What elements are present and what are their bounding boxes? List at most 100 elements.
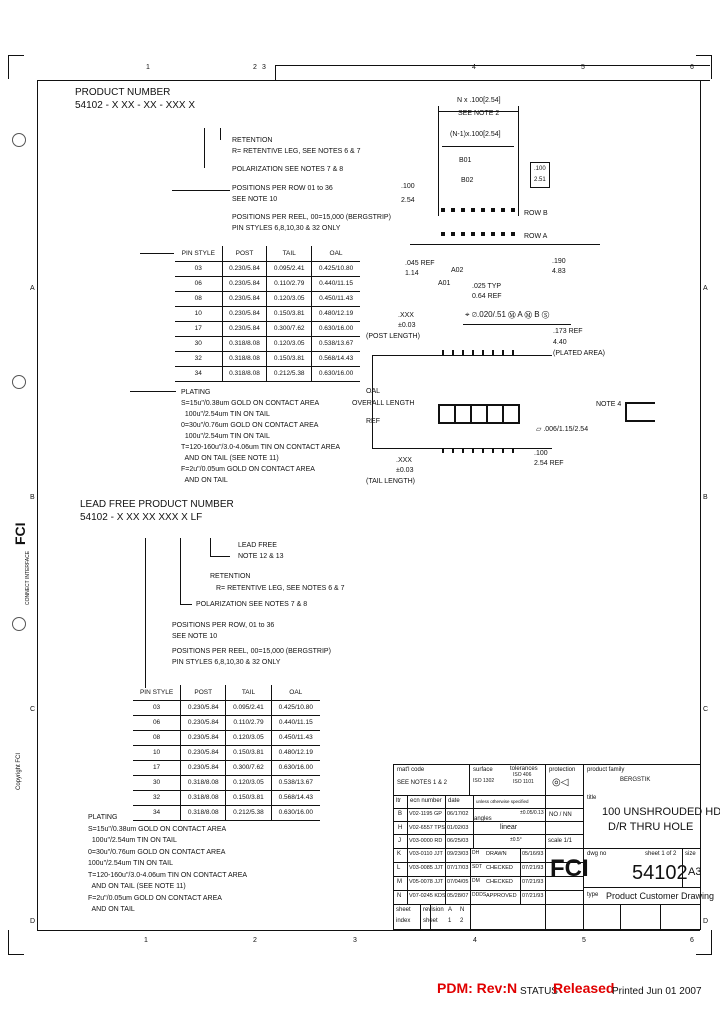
oal: REF: [366, 418, 380, 425]
lf-note: POSITIONS PER REEL, 00=15,000 (BERGSTRIP…: [172, 648, 331, 655]
zone-6-bottom: 6: [690, 937, 694, 944]
pdm-revision: PDM: Rev:N: [437, 980, 518, 996]
zone-b: B: [30, 494, 35, 501]
title-block-text: CHECKED: [486, 879, 513, 885]
table-cell: 0.440/11.15: [270, 715, 320, 731]
ext-line: [518, 106, 519, 216]
title-block-text: ISO 1101: [513, 779, 534, 785]
plating-line: AND ON TAIL (SEE NOTE 11): [88, 883, 186, 890]
title-block-text: angles: [474, 816, 492, 822]
title-block-text: ISO 1302: [473, 778, 495, 784]
plating-line: S=15u"/0.38um GOLD ON CONTACT AREA: [181, 400, 320, 407]
pin-row-a: [511, 232, 515, 236]
title-block-text: K: [397, 851, 402, 857]
title-block-text: type: [587, 892, 599, 898]
leader: [210, 556, 230, 557]
pin-a02: A02: [451, 267, 464, 274]
pin-row-b: [501, 208, 505, 212]
pin-tail: [512, 448, 514, 453]
title-block-text: V05-0078 JJT: [409, 879, 444, 885]
column-header: TAIL: [225, 685, 272, 701]
pin-post: [512, 350, 514, 355]
dim: .173 REF: [553, 328, 583, 335]
grid-line: [520, 848, 521, 904]
title-block-text: V02-1195 GP: [409, 811, 442, 817]
grid-line: [583, 887, 701, 888]
leader: [180, 604, 192, 605]
flatness-callout: ▱ .006/1.15/2.54: [536, 426, 589, 433]
dim: 4.83: [552, 268, 566, 275]
punch-hole: [12, 133, 26, 147]
pin-tail: [492, 448, 494, 453]
table-cell: 0.538/13.67: [270, 775, 320, 791]
status-value: Released: [553, 980, 615, 996]
frame-top: [37, 80, 710, 81]
table-cell: 32: [133, 790, 181, 806]
plating-line: F=2u"/0.05um GOLD ON CONTACT AREA: [181, 466, 315, 473]
pn-note: POSITIONS PER ROW 01 to 36: [232, 185, 333, 192]
grid-line: [545, 764, 546, 904]
column-header: OAL: [311, 246, 360, 262]
grid-line: [420, 904, 421, 930]
zone-2-bottom: 2: [253, 937, 257, 944]
table-cell: 0.630/16.00: [311, 321, 360, 337]
title-block-text: SEE NOTES 1 & 2: [397, 780, 448, 786]
dim: .100: [534, 450, 548, 457]
title-block-text: 01/02/03: [447, 824, 469, 831]
frame-corner: [8, 55, 9, 79]
table-cell: 0.230/5.84: [221, 306, 267, 322]
zone-6: 6: [690, 64, 694, 71]
dim-pitch: (N-1)x.100[2.54]: [450, 131, 501, 138]
pin-a01: A01: [438, 280, 451, 287]
table-cell: 0.568/14.43: [270, 790, 320, 806]
table-cell: 0.568/14.43: [311, 351, 360, 367]
title-block-text: ltr: [396, 798, 401, 804]
dim: 0.64 REF: [472, 293, 502, 300]
lf-note: SEE NOTE 10: [172, 633, 218, 640]
table-cell: 0.318/8.08: [180, 790, 226, 806]
pn-note: SEE NOTE 10: [232, 196, 278, 203]
frame-corner: [8, 55, 24, 56]
title-block-text: 07/21/93: [522, 879, 544, 885]
leader: [140, 253, 174, 254]
row-b-label: ROW B: [524, 210, 548, 217]
title-block-text: N: [460, 907, 465, 913]
lf-note: LEAD FREE: [238, 542, 277, 549]
plating-line: AND ON TAIL: [88, 906, 135, 913]
pin-tail: [472, 448, 474, 453]
pin-row-b: [451, 208, 455, 212]
plating-line: F=2u"/0.05um GOLD ON CONTACT AREA: [88, 894, 222, 902]
dim: .190: [552, 258, 566, 265]
product-number-code: 54102 - X XX - XX - XXX X: [75, 100, 196, 111]
zone-b-right: B: [703, 494, 708, 501]
leader: [220, 128, 221, 140]
pin-post: [472, 350, 474, 355]
plating-line: 100u"/2.54um TIN ON TAIL: [88, 837, 177, 844]
table-cell: 0.300/7.62: [266, 321, 312, 337]
title-block-text: V03-0110 JJT: [409, 851, 443, 857]
pin-tail: [502, 448, 504, 453]
title-block-text: title: [587, 795, 597, 801]
zone-d: D: [30, 918, 36, 925]
post-top-line: [372, 355, 552, 356]
title-block-text: product family: [587, 767, 625, 773]
title-block-text: index: [396, 918, 411, 924]
title-block-text: A3: [688, 866, 702, 878]
table-cell: 0.120/3.05: [225, 775, 272, 791]
dim-pitch-total: N x .100[2.54]: [457, 97, 501, 104]
title-block-text: 2: [460, 918, 464, 924]
table-cell: 0.440/11.15: [311, 276, 360, 292]
zone-c: C: [30, 706, 36, 713]
pin-post: [452, 350, 454, 355]
pin-row-b: [461, 208, 465, 212]
punch-hole: [12, 375, 26, 389]
table-cell: 0.230/5.84: [180, 760, 226, 776]
grid-line: [430, 904, 431, 930]
